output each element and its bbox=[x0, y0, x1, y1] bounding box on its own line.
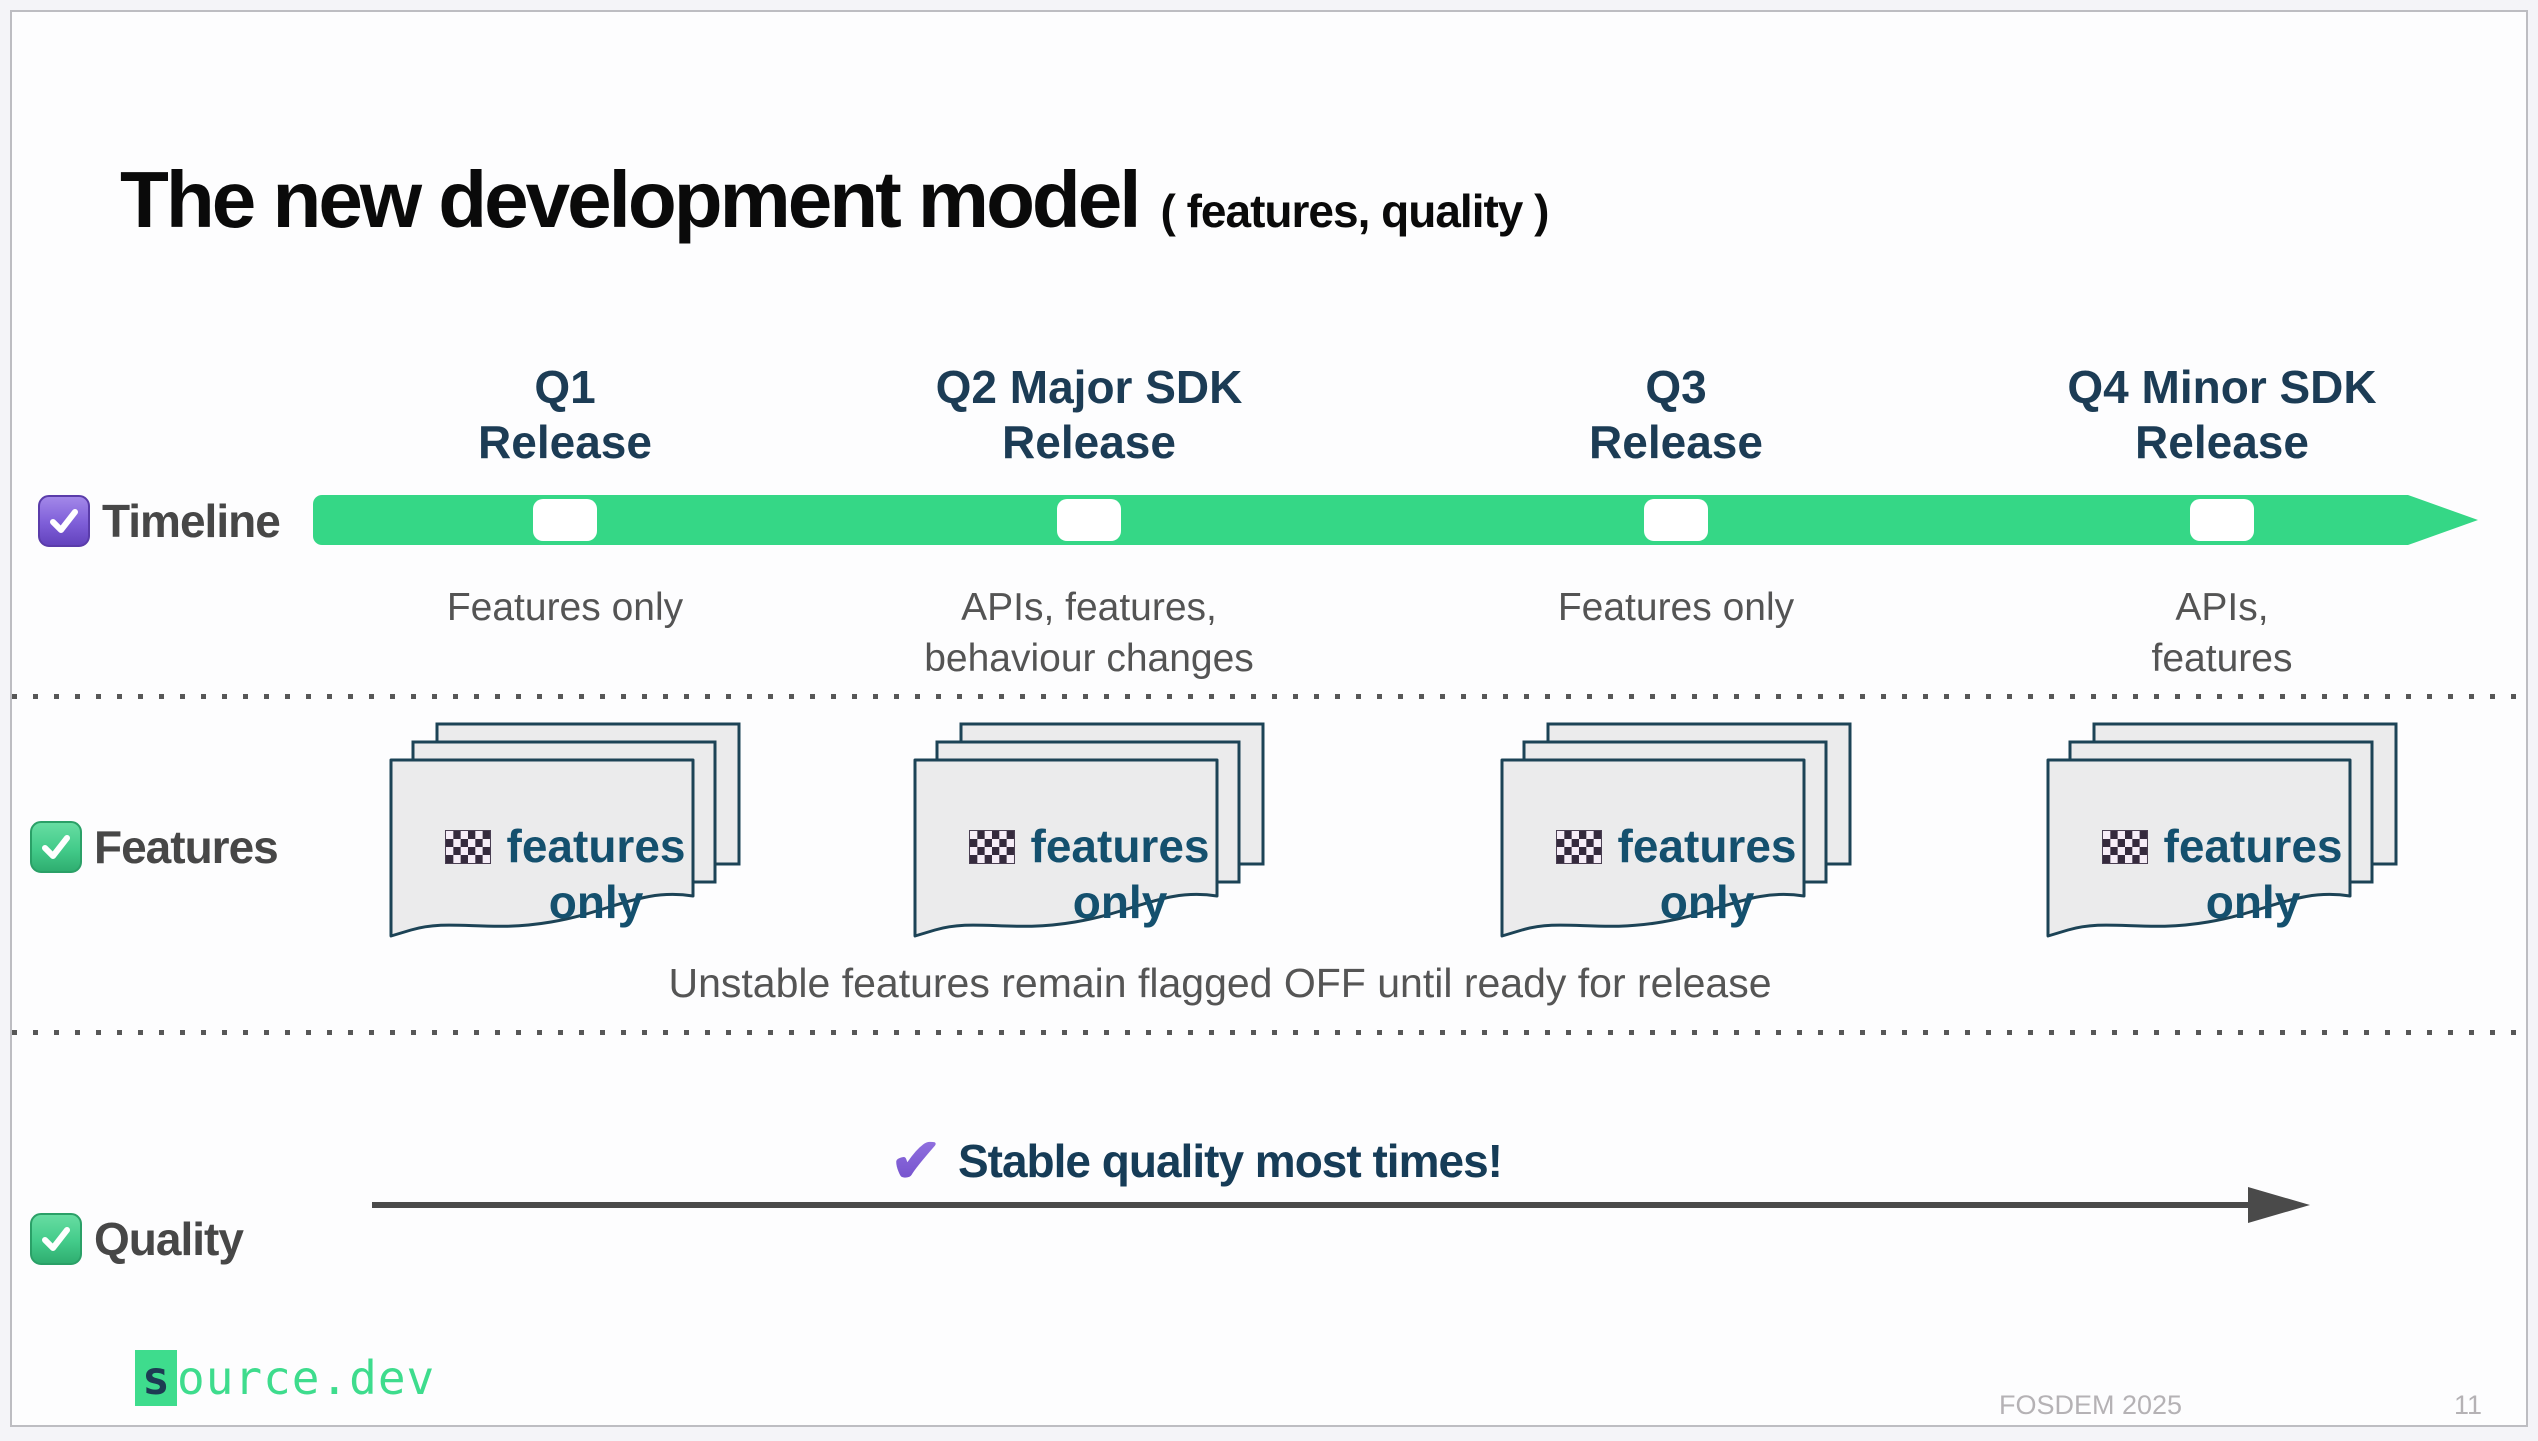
timeline-arrowhead-icon bbox=[2408, 495, 2478, 545]
milestone-scope-q1: Features only bbox=[446, 586, 684, 629]
page-title: The new development model bbox=[120, 155, 1142, 244]
document-stack-icon bbox=[1500, 722, 1852, 938]
feature-card-label: features only bbox=[1030, 820, 1210, 929]
features-checkbox-icon bbox=[30, 821, 82, 873]
quality-checkbox-icon bbox=[30, 1213, 82, 1265]
milestone-heading-q3: Q3 Release bbox=[1589, 361, 1763, 469]
milestone-scope-q2: APIs, features, behaviour changes bbox=[924, 586, 1254, 681]
checkered-flag-icon bbox=[968, 830, 1015, 864]
page-title-suffix: ( features, quality ) bbox=[1160, 185, 1550, 237]
dotted-divider-bottom bbox=[12, 1030, 2526, 1035]
features-caption: Unstable features remain flagged OFF unt… bbox=[668, 960, 1772, 1006]
dotted-divider-top bbox=[12, 694, 2526, 699]
timeline-row-label: Timeline bbox=[38, 494, 281, 548]
quality-row-label: Quality bbox=[30, 1212, 244, 1266]
feature-card-label: features only bbox=[506, 820, 686, 929]
quality-label: Quality bbox=[94, 1213, 244, 1265]
milestone-scope-q3: Features only bbox=[1557, 586, 1795, 629]
footer-event: FOSDEM 2025 bbox=[1999, 1390, 2183, 1420]
milestone-marker-q4 bbox=[2190, 499, 2254, 541]
milestone-marker-q1 bbox=[533, 499, 597, 541]
timeline-label: Timeline bbox=[102, 495, 281, 547]
quality-note: ✔ Stable quality most times! bbox=[890, 1124, 1503, 1197]
logo-s-box: s bbox=[135, 1350, 177, 1406]
title-row: The new development model ( features, qu… bbox=[120, 154, 1550, 246]
feature-doc-stack-q3: features only bbox=[1498, 722, 1854, 962]
checkered-flag-icon bbox=[2101, 830, 2148, 864]
feature-doc-stack-q2: features only bbox=[911, 722, 1267, 962]
features-label: Features bbox=[94, 821, 279, 873]
quality-arrowhead-icon bbox=[2248, 1187, 2310, 1223]
timeline-bar bbox=[313, 495, 2408, 545]
feature-card-label: features only bbox=[1617, 820, 1797, 929]
feature-doc-stack-q1: features only bbox=[387, 722, 743, 962]
milestone-scope-q4: APIs, features bbox=[2151, 586, 2293, 681]
milestone-heading-q1: Q1 Release bbox=[478, 361, 652, 469]
checkered-flag-icon bbox=[1555, 830, 1602, 864]
milestone-heading-q2: Q2 Major SDK Release bbox=[935, 361, 1243, 469]
footer-page-number: 11 bbox=[2454, 1390, 2483, 1420]
quality-arrow-line bbox=[372, 1202, 2250, 1208]
slide: The new development model ( features, qu… bbox=[10, 10, 2528, 1427]
logo-text: ource.dev bbox=[177, 1351, 436, 1405]
milestone-marker-q2 bbox=[1057, 499, 1121, 541]
milestone-marker-q3 bbox=[1644, 499, 1708, 541]
milestone-heading-q4: Q4 Minor SDK Release bbox=[2067, 361, 2377, 469]
checkered-flag-icon bbox=[444, 830, 491, 864]
feature-doc-stack-q4: features only bbox=[2044, 722, 2400, 962]
source-dev-logo: s ource.dev bbox=[135, 1350, 435, 1406]
features-row-label: Features bbox=[30, 820, 279, 874]
quality-note-text: Stable quality most times! bbox=[957, 1134, 1503, 1187]
feature-card-label: features only bbox=[2163, 820, 2343, 929]
timeline-checkbox-icon bbox=[38, 495, 90, 547]
purple-checkmark-icon: ✔ bbox=[890, 1124, 942, 1197]
